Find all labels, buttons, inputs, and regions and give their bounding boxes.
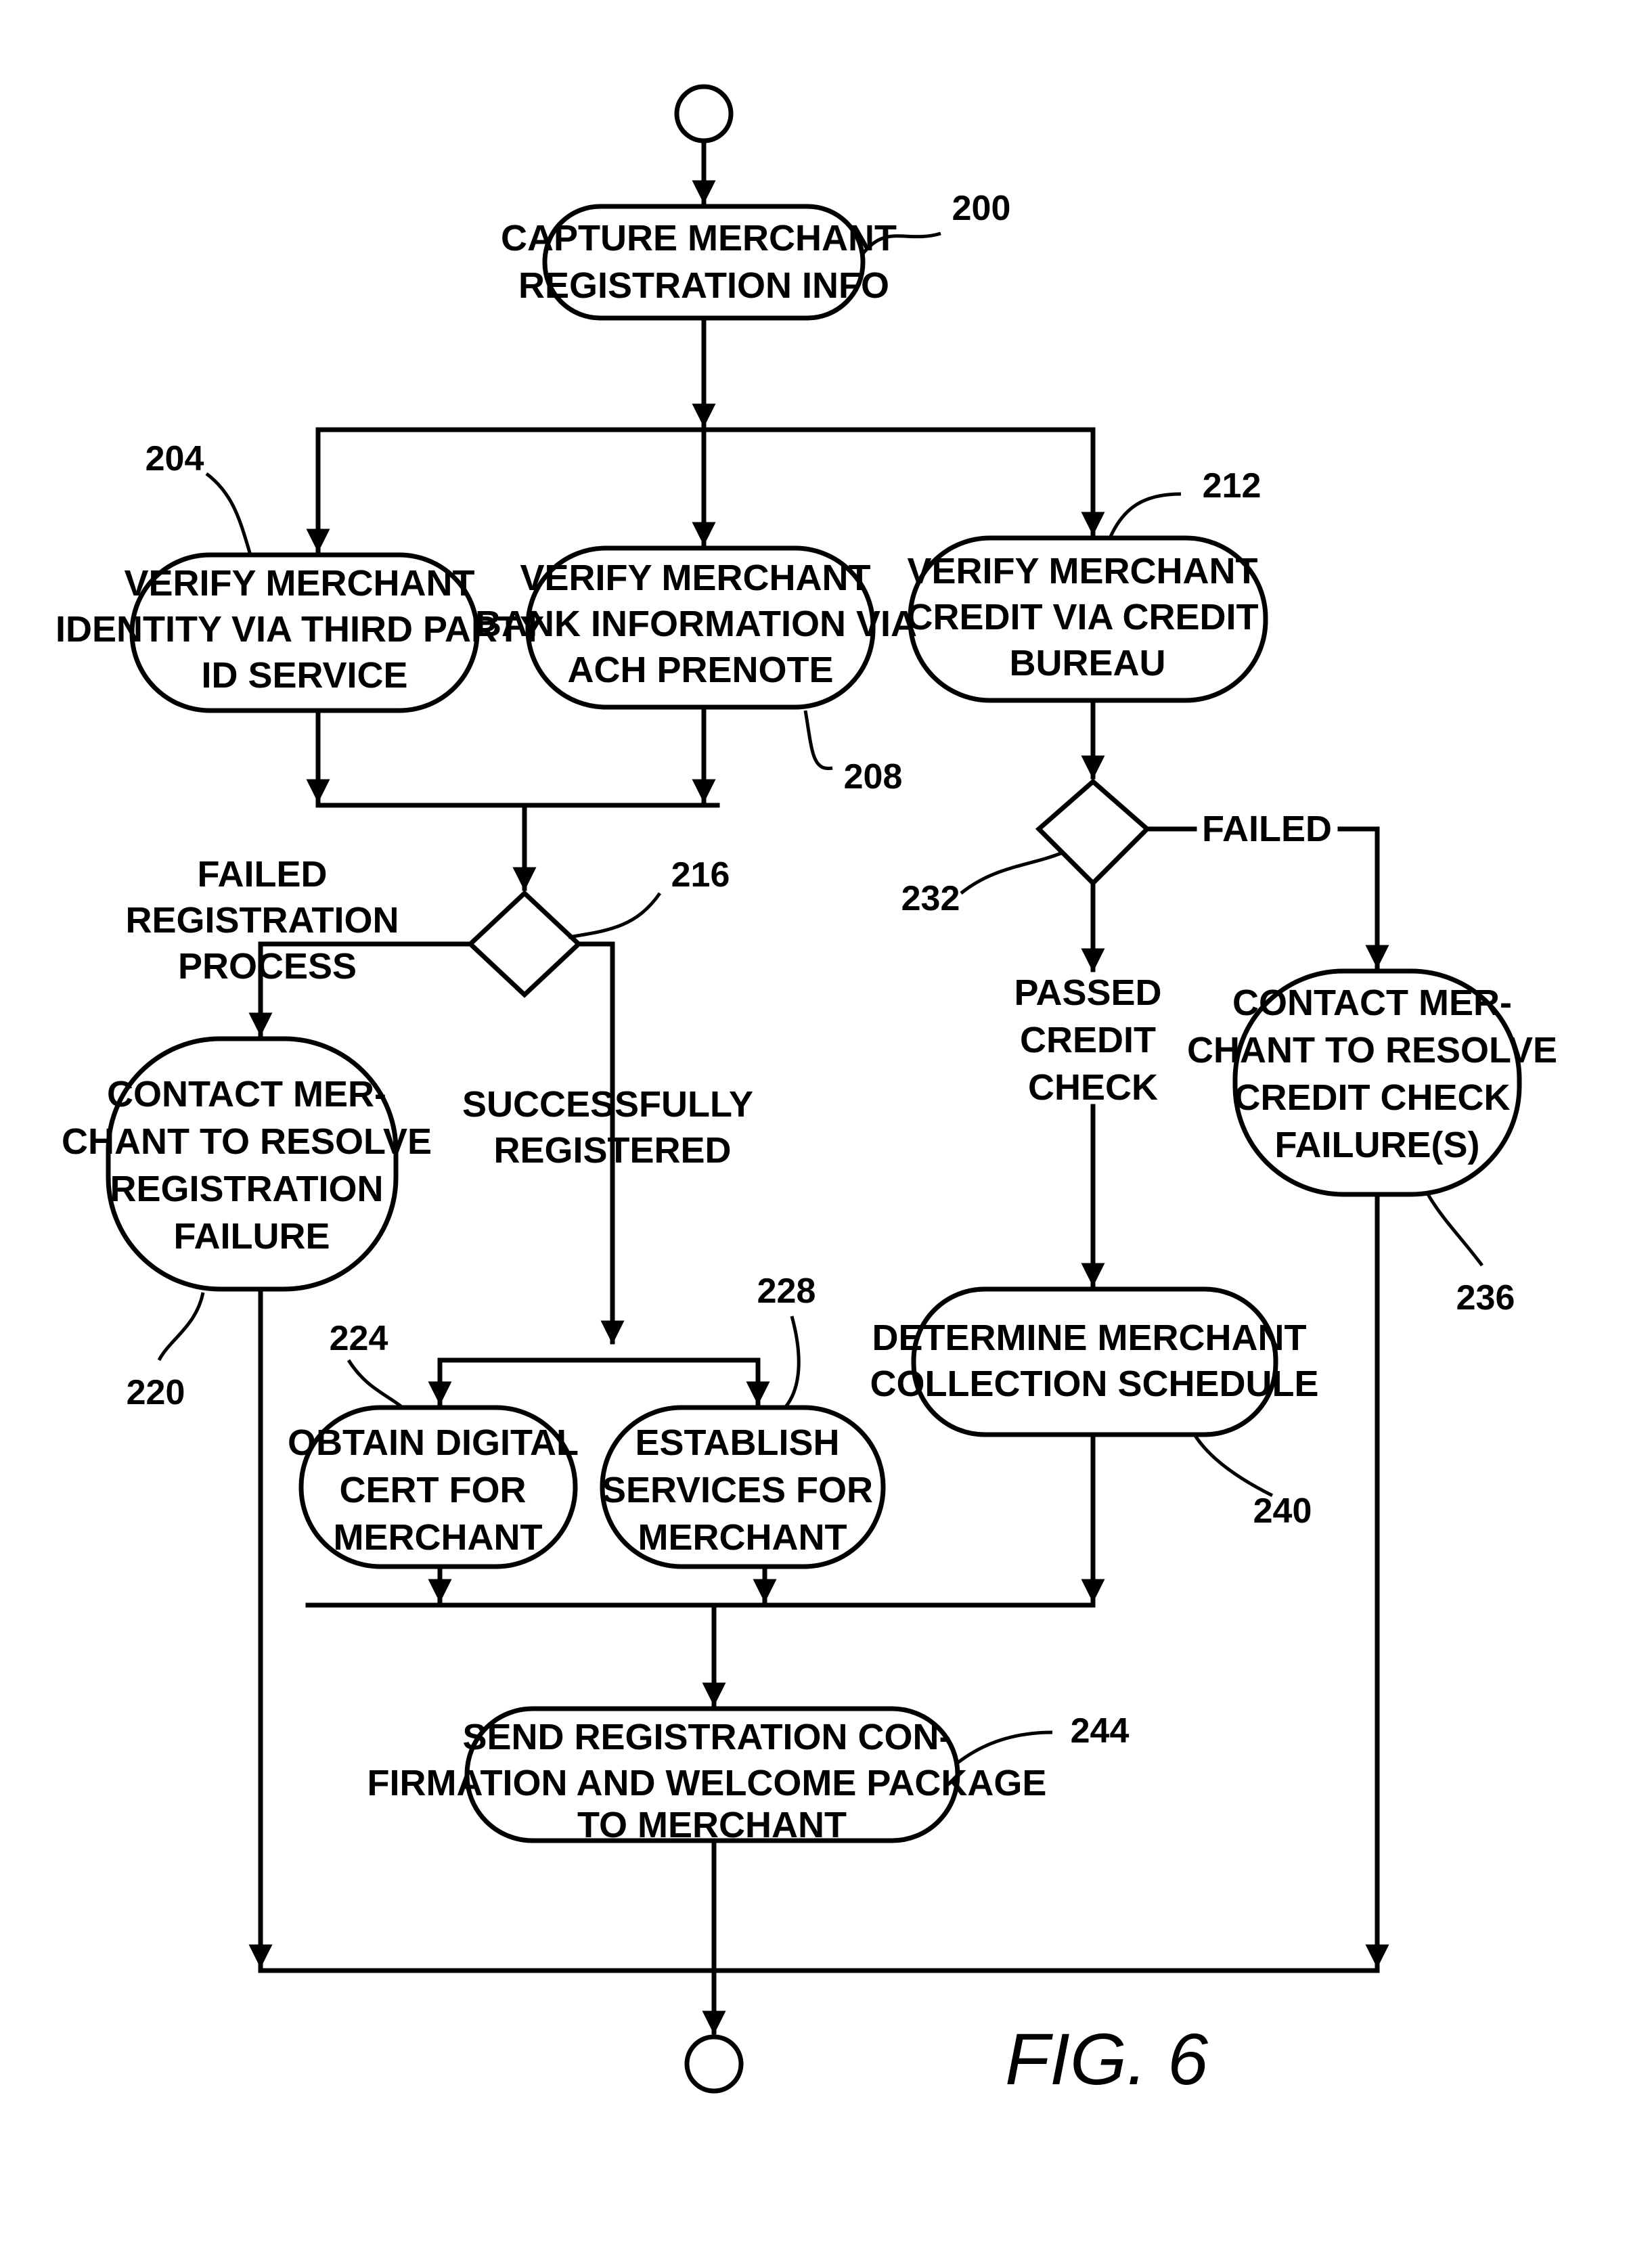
registration-decision-diamond [470, 893, 579, 995]
end-terminal [687, 2037, 741, 2091]
collection-schedule-box [914, 1289, 1276, 1435]
ref-236: 236 [1456, 1278, 1515, 1318]
credit-decision-diamond [1039, 782, 1147, 883]
ref-228: 228 [757, 1272, 816, 1311]
send-confirmation-label: SEND REGISTRATION CON- FIRMATION AND WEL… [367, 1717, 1057, 1845]
ref-216: 216 [671, 855, 730, 895]
start-terminal [677, 87, 731, 141]
ref-212: 212 [1203, 466, 1262, 505]
failed-registration-label: FAILED REGISTRATION PROCESS [125, 854, 409, 987]
ref-224: 224 [330, 1319, 388, 1358]
establish-services-label: ESTABLISH SERVICES FOR MERCHANT [602, 1422, 883, 1558]
ref-244: 244 [1071, 1711, 1130, 1751]
ref-204: 204 [146, 439, 204, 478]
failed-credit-label: FAILED [1202, 809, 1332, 849]
ref-200: 200 [952, 189, 1011, 228]
passed-credit-label: PASSED CREDIT CHECK [1014, 972, 1171, 1108]
ref-240: 240 [1253, 1491, 1312, 1531]
figure-label: FIG. 6 [1005, 2018, 1209, 2100]
ref-220: 220 [127, 1373, 185, 1412]
ref-208: 208 [844, 757, 903, 796]
ref-232: 232 [901, 879, 960, 918]
